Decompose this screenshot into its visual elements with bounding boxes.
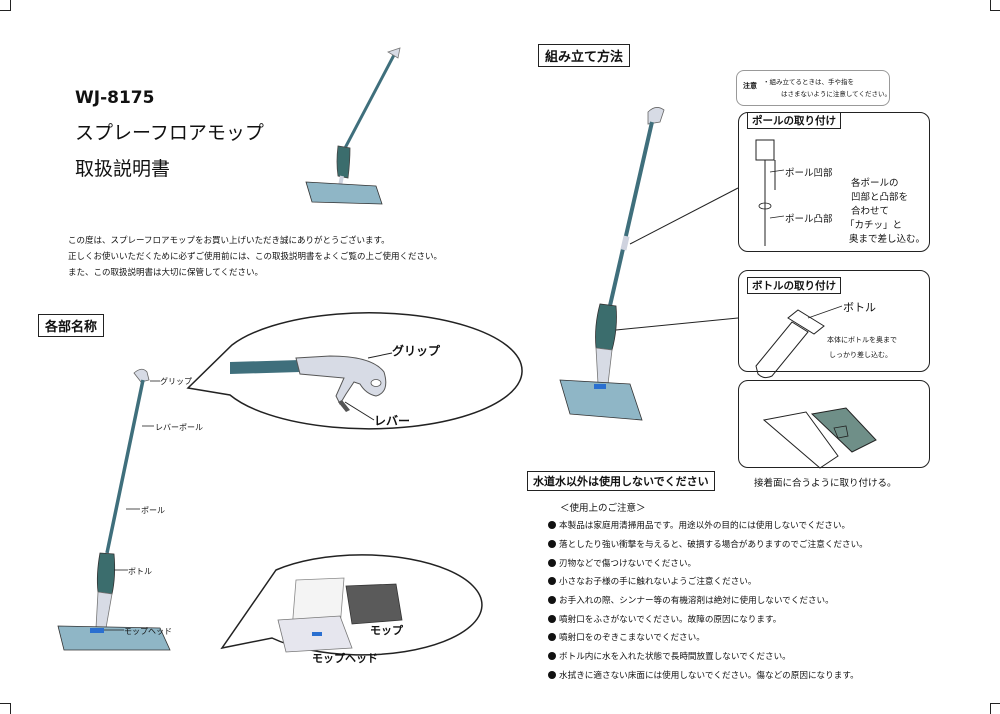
bullet-icon (548, 540, 556, 548)
crop-mark-top-right (990, 0, 1000, 11)
bullet-icon (548, 633, 556, 641)
usage-note-item: 噴射口をふさがないでください。故障の原因になります。 (548, 613, 781, 625)
pole-instruction-2: 凹部と凸部を (851, 192, 909, 203)
bottle-instruction-2: しっかり差し込む。 (829, 351, 892, 359)
pole-attach-title: ポールの取り付け (747, 112, 841, 129)
label-pole: ポール (141, 506, 165, 515)
water-warning: 水道水以外は使用しないでください (527, 471, 715, 491)
crop-mark-bottom-right (990, 703, 1000, 714)
usage-note-text: 水拭きに適さない床面には使用しないでください。傷などの原因になります。 (559, 671, 859, 681)
bullet-icon (548, 577, 556, 585)
usage-note-item: 水拭きに適さない床面には使用しないでください。傷などの原因になります。 (548, 669, 859, 681)
bullet-icon (548, 596, 556, 604)
manual-title: 取扱説明書 (75, 158, 171, 180)
usage-note-item: お手入れの際、シンナー等の有機溶剤は絶対に使用しないでください。 (548, 594, 834, 606)
zoom-label-mop-head: モップヘッド (312, 652, 378, 665)
crop-mark-top-left (0, 0, 11, 11)
zoom-label-lever: レバー (374, 414, 411, 428)
caution-line-1: ・組み立てるときは、手や指を (763, 78, 854, 86)
bottle-instruction-1: 本体にボトルを奥まで (827, 336, 897, 344)
usage-note-text: 本製品は家庭用清掃用品です。用途以外の目的には使用しないでください。 (559, 521, 851, 531)
parts-heading: 各部名称 (38, 314, 105, 337)
usage-note-text: 噴射口をふさがないでください。故障の原因になります。 (559, 615, 782, 625)
male-pole-label: ポール凸部 (785, 214, 833, 225)
usage-note-text: 落としたり強い衝撃を与えると、破損する場合がありますのでご注意ください。 (559, 540, 868, 550)
assembly-mop-illustration (559, 107, 739, 421)
bottle-attach-panel: ボトルの取り付け ボトル 本体にボトルを奥まで しっかり差し込む。 (738, 270, 930, 372)
bullet-icon (548, 521, 556, 529)
zoom-label-grip: グリップ (392, 344, 441, 358)
intro-line-2: 正しくお使いいただくために必ずご使用前には、この取扱説明書をよくご覧の上ご使用く… (68, 252, 443, 262)
intro-line-3: また、この取扱説明書は大切に保管してください。 (68, 268, 263, 278)
product-name: スプレーフロアモップ (75, 122, 264, 144)
header-mop-illustration (305, 47, 401, 205)
bullet-icon (548, 671, 556, 679)
grip-zoom-bubble (186, 312, 523, 430)
crop-mark-bottom-left (0, 703, 11, 714)
label-bottle: ボトル (128, 567, 152, 576)
usage-note-text: 刃物などで傷つけないでください。 (559, 559, 697, 569)
main-mop-illustration (57, 368, 171, 651)
usage-note-text: お手入れの際、シンナー等の有機溶剤は絶対に使用しないでください。 (559, 596, 834, 606)
zoom-label-mop: モップ (370, 624, 403, 637)
bullet-icon (548, 652, 556, 660)
pole-detail-illustration (755, 139, 785, 246)
usage-note-text: ボトル内に水を入れた状態で長時間放置しないでください。 (559, 652, 791, 662)
usage-note-item: 小さなお子様の手に触れないようご注意ください。 (548, 575, 757, 587)
mophead-zoom-bubble (220, 554, 483, 656)
pole-instruction-4: 「カチッ」と (845, 220, 903, 231)
model-number: WJ-8175 (75, 88, 155, 108)
label-mop-head: モップヘッド (124, 627, 172, 636)
usage-notes-heading: ＜使用上のご注意＞ (560, 503, 646, 514)
caution-line-2: はさまないように注意してください。 (781, 90, 891, 98)
pad-instruction: 接着面に合うように取り付ける。 (754, 478, 897, 489)
bullet-icon (548, 615, 556, 623)
pole-instruction-1: 各ポールの (851, 178, 899, 189)
usage-note-item: 本製品は家庭用清掃用品です。用途以外の目的には使用しないでください。 (548, 519, 850, 531)
usage-note-item: ボトル内に水を入れた状態で長時間放置しないでください。 (548, 650, 791, 662)
pad-detail-illustration (762, 407, 877, 469)
usage-note-text: 小さなお子様の手に触れないようご注意ください。 (559, 577, 757, 587)
intro-line-1: この度は、スプレーフロアモップをお買い上げいただき誠にありがとうございます。 (68, 236, 390, 246)
caution-label: 注意 (743, 82, 757, 90)
label-grip: グリップ (160, 377, 192, 386)
bottle-attach-title: ボトルの取り付け (747, 277, 841, 294)
caution-box: 注意 ・組み立てるときは、手や指を はさまないように注意してください。 (736, 70, 891, 106)
usage-note-item: 刃物などで傷つけないでください。 (548, 557, 696, 569)
usage-note-item: 落としたり強い衝撃を与えると、破損する場合がありますのでご注意ください。 (548, 538, 868, 550)
pole-instruction-5: 奥まで差し込む。 (849, 234, 926, 245)
pole-attach-panel: ポールの取り付け ポール凹部 ポール凸部 各ポールの 凹部と凸部を 合わせて 「… (738, 112, 930, 252)
usage-note-text: 噴射口をのぞきこまないでください。 (559, 633, 705, 643)
assembly-heading: 組み立て方法 (538, 44, 631, 67)
usage-note-item: 噴射口をのぞきこまないでください。 (548, 631, 705, 643)
female-pole-label: ポール凹部 (785, 168, 833, 179)
label-lever-pole: レバーポール (155, 423, 203, 432)
pad-attach-panel (738, 380, 930, 468)
bullet-icon (548, 559, 556, 567)
pole-instruction-3: 合わせて (851, 206, 890, 217)
bottle-label: ボトル (843, 301, 876, 314)
bottle-detail-illustration (755, 305, 843, 379)
